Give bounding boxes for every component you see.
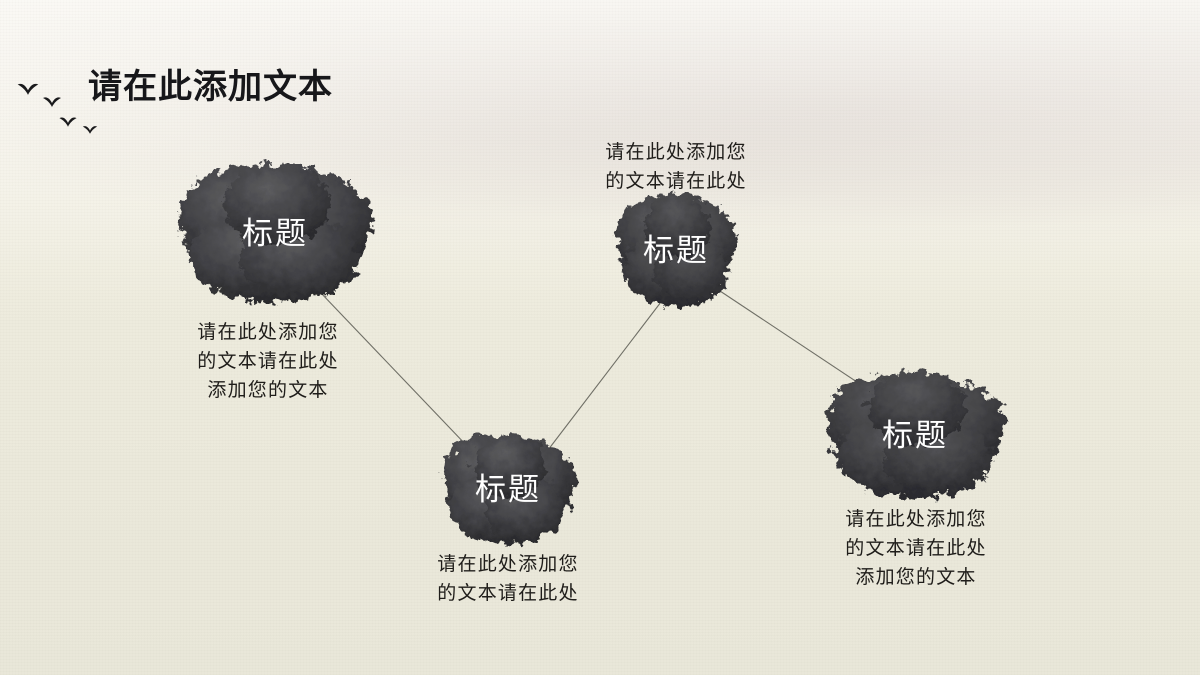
ink-nodes-group: 标题标题标题标题 xyxy=(179,164,1005,544)
connector-3-2 xyxy=(547,301,662,451)
description-line: 的文本请在此处 xyxy=(845,538,987,559)
bird-4-icon xyxy=(82,126,98,134)
node-4-description: 请在此处添加您的文本请在此处添加您的文本 xyxy=(820,505,1012,592)
node-3-label: 标题 xyxy=(475,472,541,507)
node-2[interactable]: 标题 xyxy=(616,194,737,306)
description-line: 请在此处添加您 xyxy=(437,554,579,575)
node-3-description: 请在此处添加您的文本请在此处 xyxy=(412,550,604,608)
description-line: 的文本请在此处 xyxy=(437,583,579,604)
description-line: 请在此处添加您 xyxy=(197,322,339,343)
node-1-label: 标题 xyxy=(242,216,308,251)
description-line: 的文本请在此处 xyxy=(605,171,747,192)
node-3[interactable]: 标题 xyxy=(442,434,575,544)
description-line: 添加您的文本 xyxy=(855,567,977,588)
birds-group xyxy=(17,83,98,134)
node-1[interactable]: 标题 xyxy=(179,164,373,302)
node-1-ink-blot xyxy=(179,164,373,302)
node-4[interactable]: 标题 xyxy=(827,372,1005,498)
node-2-label: 标题 xyxy=(643,233,709,268)
description-line: 请在此处添加您 xyxy=(845,509,987,530)
node-2-description: 请在此处添加您的文本请在此处 xyxy=(580,138,772,196)
bird-3-icon xyxy=(59,117,77,127)
page-title: 请在此添加文本 xyxy=(88,68,333,106)
description-line: 请在此处添加您 xyxy=(605,142,747,163)
node-4-ink-blot xyxy=(827,372,1005,498)
node-3-ink-blot xyxy=(442,434,575,544)
bird-2-icon xyxy=(43,97,61,107)
description-line: 添加您的文本 xyxy=(207,380,329,401)
connector-2-4 xyxy=(713,286,867,389)
node-4-label: 标题 xyxy=(882,418,948,453)
node-2-ink-blot xyxy=(616,194,737,306)
node-1-description: 请在此处添加您的文本请在此处添加您的文本 xyxy=(172,318,364,405)
connector-1-3 xyxy=(319,291,469,448)
bird-1-icon xyxy=(17,83,39,95)
connectors-group xyxy=(319,286,867,451)
description-line: 的文本请在此处 xyxy=(197,351,339,372)
